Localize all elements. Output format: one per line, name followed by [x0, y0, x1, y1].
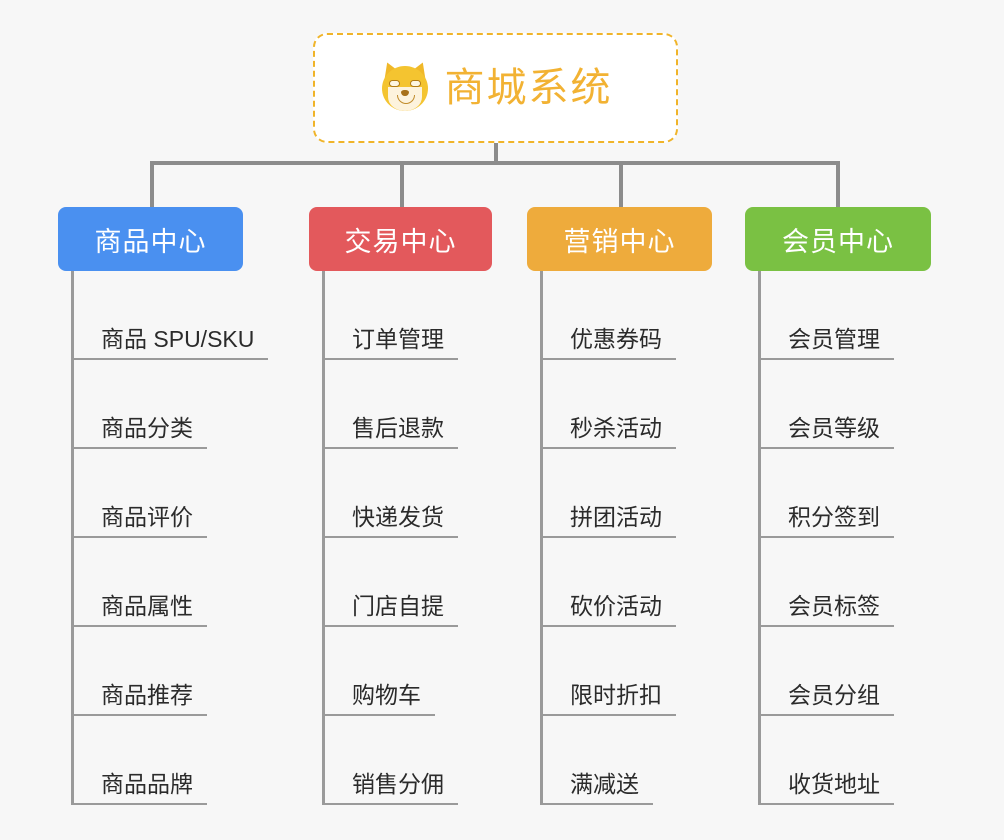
branch-header-营销中心[interactable]: 营销中心	[527, 207, 712, 271]
leaf-item[interactable]: 满减送	[540, 716, 653, 805]
connector-drop-3	[619, 161, 623, 207]
leaf-label: 秒杀活动	[540, 415, 676, 449]
branch-header-会员中心[interactable]: 会员中心	[745, 207, 931, 271]
shiba-dog-icon	[378, 59, 431, 114]
branch-header-label: 商品中心	[94, 226, 207, 257]
branch-header-label: 交易中心	[344, 226, 457, 257]
leaf-label: 商品 SPU/SKU	[71, 326, 269, 360]
branch-header-交易中心[interactable]: 交易中心	[309, 207, 492, 271]
leaf-item[interactable]: 商品分类	[71, 360, 207, 449]
leaf-item[interactable]: 秒杀活动	[540, 360, 676, 449]
connector-drop-2	[400, 161, 404, 207]
branch-header-label: 营销中心	[563, 226, 676, 257]
branch-trunk	[71, 271, 74, 805]
leaf-item[interactable]: 优惠券码	[540, 271, 676, 360]
leaf-label: 门店自提	[322, 593, 458, 627]
leaf-item[interactable]: 快递发货	[322, 449, 458, 538]
leaf-label: 商品属性	[71, 593, 207, 627]
leaf-label: 商品推荐	[71, 682, 207, 716]
leaf-label: 积分签到	[758, 504, 894, 538]
leaf-item[interactable]: 收货地址	[758, 716, 894, 805]
connector-root-stem	[494, 143, 498, 165]
leaf-label: 限时折扣	[540, 682, 676, 716]
leaf-item[interactable]: 商品推荐	[71, 627, 207, 716]
leaf-label: 商品分类	[71, 415, 207, 449]
leaf-item[interactable]: 商品评价	[71, 449, 207, 538]
leaf-item[interactable]: 门店自提	[322, 538, 458, 627]
leaf-item[interactable]: 购物车	[322, 627, 435, 716]
leaf-label: 售后退款	[322, 415, 458, 449]
leaf-label: 商品品牌	[71, 771, 207, 805]
leaf-item[interactable]: 订单管理	[322, 271, 458, 360]
leaf-label: 会员分组	[758, 682, 894, 716]
leaf-label: 销售分佣	[322, 771, 458, 805]
leaf-item[interactable]: 拼团活动	[540, 449, 676, 538]
leaf-label: 商品评价	[71, 504, 207, 538]
leaf-item[interactable]: 砍价活动	[540, 538, 676, 627]
leaf-label: 会员管理	[758, 326, 894, 360]
leaf-item[interactable]: 销售分佣	[322, 716, 458, 805]
leaf-label: 订单管理	[322, 326, 458, 360]
leaf-label: 拼团活动	[540, 504, 676, 538]
leaf-item[interactable]: 会员分组	[758, 627, 894, 716]
leaf-label: 满减送	[540, 771, 653, 805]
branch-trunk	[540, 271, 543, 805]
branch-trunk	[322, 271, 325, 805]
leaf-label: 优惠券码	[540, 326, 676, 360]
leaf-item[interactable]: 商品属性	[71, 538, 207, 627]
leaf-item[interactable]: 商品 SPU/SKU	[71, 271, 269, 360]
leaf-label: 快递发货	[322, 504, 458, 538]
leaf-item[interactable]: 售后退款	[322, 360, 458, 449]
root-node[interactable]: 商城系统	[313, 33, 678, 143]
connector-horizontal-bus	[150, 161, 840, 165]
root-title: 商城系统	[444, 66, 613, 110]
leaf-label: 会员等级	[758, 415, 894, 449]
leaf-item[interactable]: 积分签到	[758, 449, 894, 538]
leaf-label: 收货地址	[758, 771, 894, 805]
branch-trunk	[758, 271, 761, 805]
branch-header-商品中心[interactable]: 商品中心	[58, 207, 243, 271]
connector-drop-1	[150, 161, 154, 207]
leaf-label: 购物车	[322, 682, 435, 716]
leaf-item[interactable]: 限时折扣	[540, 627, 676, 716]
leaf-item[interactable]: 会员等级	[758, 360, 894, 449]
leaf-item[interactable]: 会员标签	[758, 538, 894, 627]
leaf-label: 砍价活动	[540, 593, 676, 627]
connector-drop-4	[836, 161, 840, 207]
leaf-item[interactable]: 商品品牌	[71, 716, 207, 805]
leaf-item[interactable]: 会员管理	[758, 271, 894, 360]
branch-header-label: 会员中心	[782, 226, 894, 257]
leaf-label: 会员标签	[758, 593, 894, 627]
